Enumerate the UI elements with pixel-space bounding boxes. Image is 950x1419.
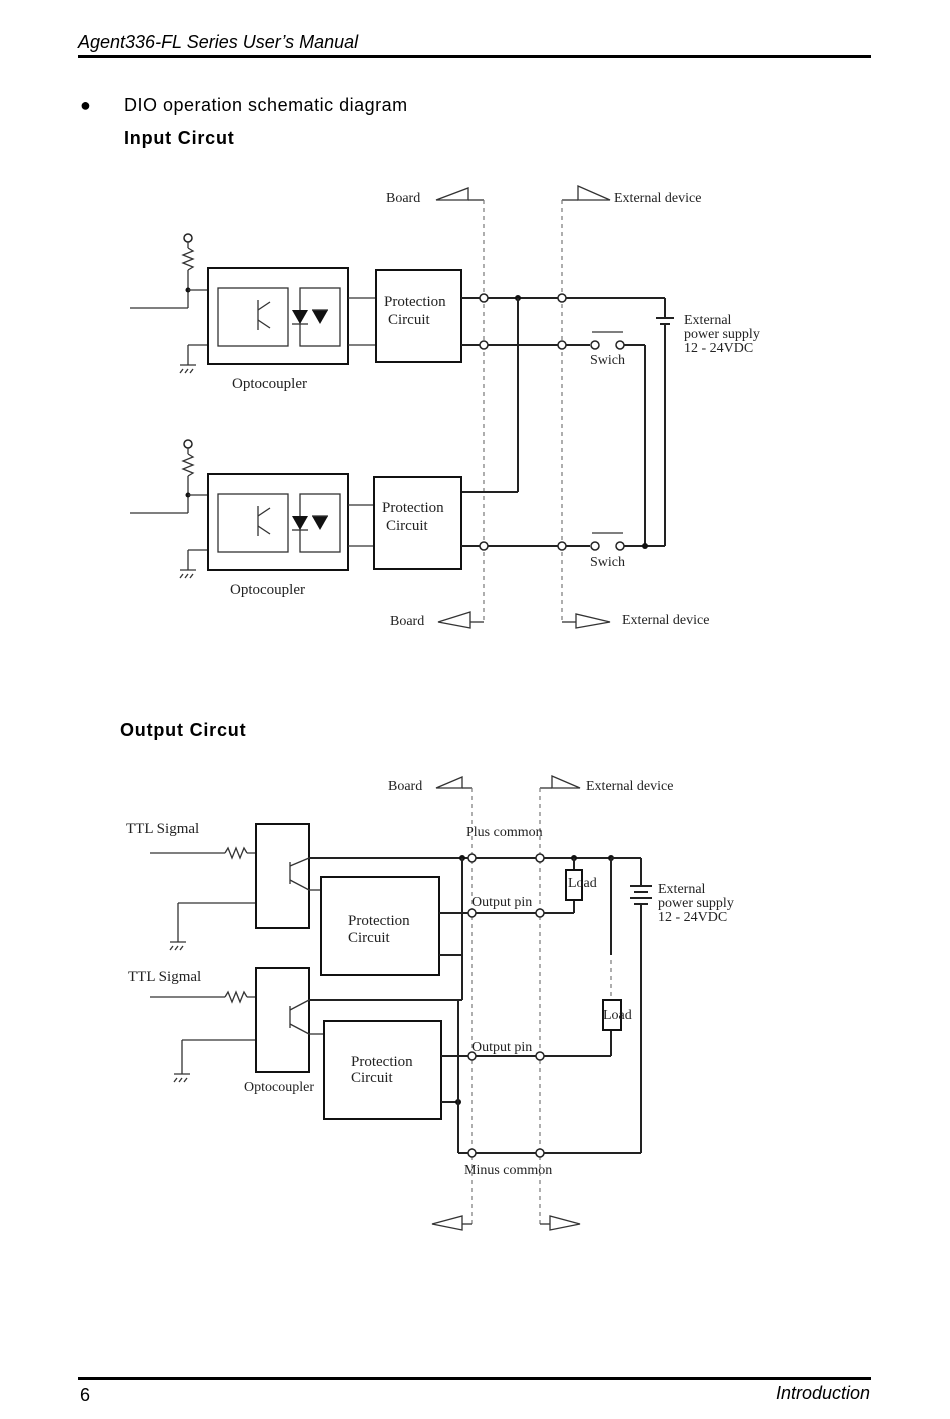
output-board-flag-bottom (431, 1215, 463, 1231)
optocoupler-box-2 (207, 473, 349, 571)
optocoupler-box-1 (207, 267, 349, 365)
load-label-1: Load (568, 876, 597, 891)
input-power-label-3: 12 - 24VDC (684, 341, 753, 356)
protection-circuit-box-2 (373, 476, 462, 570)
output-pin-label-2: Output pin (472, 1040, 532, 1055)
switch-label-1: Swich (590, 353, 625, 368)
protection-label-2b: Circuit (386, 518, 428, 534)
pullup-resistor-1 (181, 247, 195, 271)
output-ext-flag-bottom (549, 1215, 581, 1231)
output-power-label-3: 12 - 24VDC (658, 910, 727, 925)
input-board-label-bottom: Board (390, 614, 424, 629)
output-pin-label-1: Output pin (472, 895, 532, 910)
output-protection-box-1 (320, 876, 440, 976)
page-number: 6 (80, 1385, 91, 1405)
battery-icon-input (656, 317, 674, 325)
output-board-label: Board (388, 779, 422, 794)
plus-common-label: Plus common (466, 825, 543, 840)
load-resistor-1 (565, 869, 583, 901)
header-rule (78, 55, 871, 58)
protection-circuit-box-1 (375, 269, 462, 363)
output-protection-label-2b: Circuit (351, 1070, 393, 1086)
ttl-signal-label-1: TTL Sigmal (126, 821, 199, 837)
output-power-label-1: External (658, 882, 706, 897)
output-protection-label-1b: Circuit (348, 930, 390, 946)
output-optocoupler-label: Optocoupler (244, 1080, 314, 1095)
input-external-device-label-bottom: External device (622, 613, 709, 628)
output-optocoupler-box-2 (255, 967, 310, 1073)
input-board-label-top: Board (386, 191, 420, 206)
input-circuit-diagram: Board External device Optocoupler (130, 185, 760, 629)
output-board-flag-top (435, 776, 463, 789)
optocoupler-label-1: Optocoupler (232, 376, 307, 392)
bullet-item: ● DIO operation schematic diagram (80, 95, 408, 116)
footer-section-title: Introduction (775, 1383, 870, 1403)
protection-label-1b: Circuit (388, 312, 430, 328)
ground-icon-out-2 (173, 1073, 190, 1083)
input-external-device-label-top: External device (614, 191, 701, 206)
pullup-resistor-2 (181, 453, 195, 477)
switch-label-2: Swich (590, 555, 625, 570)
ttl-resistor-2 (224, 990, 248, 1004)
input-board-flag-top (435, 187, 469, 201)
input-ext-flag-top (577, 185, 611, 201)
footer-rule (78, 1377, 871, 1380)
bullet-icon: ● (80, 95, 92, 115)
output-circuit-heading: Output Circut (120, 720, 247, 740)
bullet-text: DIO operation schematic diagram (124, 95, 408, 115)
ttl-resistor-1 (224, 846, 248, 860)
optocoupler-label-2: Optocoupler (230, 582, 305, 598)
minus-common-label: Minus common (464, 1163, 552, 1178)
output-protection-label-2a: Protection (351, 1054, 413, 1070)
input-power-label-2: power supply (684, 327, 760, 342)
protection-label-1a: Protection (384, 294, 446, 310)
ground-icon-out-1 (169, 941, 186, 951)
output-circuit-diagram: Board External device Plus common Output… (126, 775, 734, 1231)
ground-icon-2 (179, 569, 196, 579)
input-board-flag-bottom (437, 611, 471, 629)
output-optocoupler-box-1 (255, 823, 310, 929)
protection-label-2a: Protection (382, 500, 444, 516)
output-ext-flag-top (551, 775, 581, 789)
output-power-label-2: power supply (658, 896, 734, 911)
input-ext-flag-bottom (575, 613, 611, 629)
load-label-2: Load (603, 1008, 632, 1023)
output-protection-label-1a: Protection (348, 913, 410, 929)
load-resistor-2 (602, 999, 622, 1031)
battery-icon-output (630, 885, 652, 905)
input-circuit-heading: Input Circut (124, 128, 235, 148)
ground-icon-1 (179, 364, 196, 374)
input-power-label-1: External (684, 313, 732, 328)
ttl-signal-label-2: TTL Sigmal (128, 969, 201, 985)
output-external-device-label: External device (586, 779, 673, 794)
output-protection-box-2 (323, 1020, 442, 1120)
running-header-title: Agent336-FL Series User’s Manual (78, 32, 359, 52)
